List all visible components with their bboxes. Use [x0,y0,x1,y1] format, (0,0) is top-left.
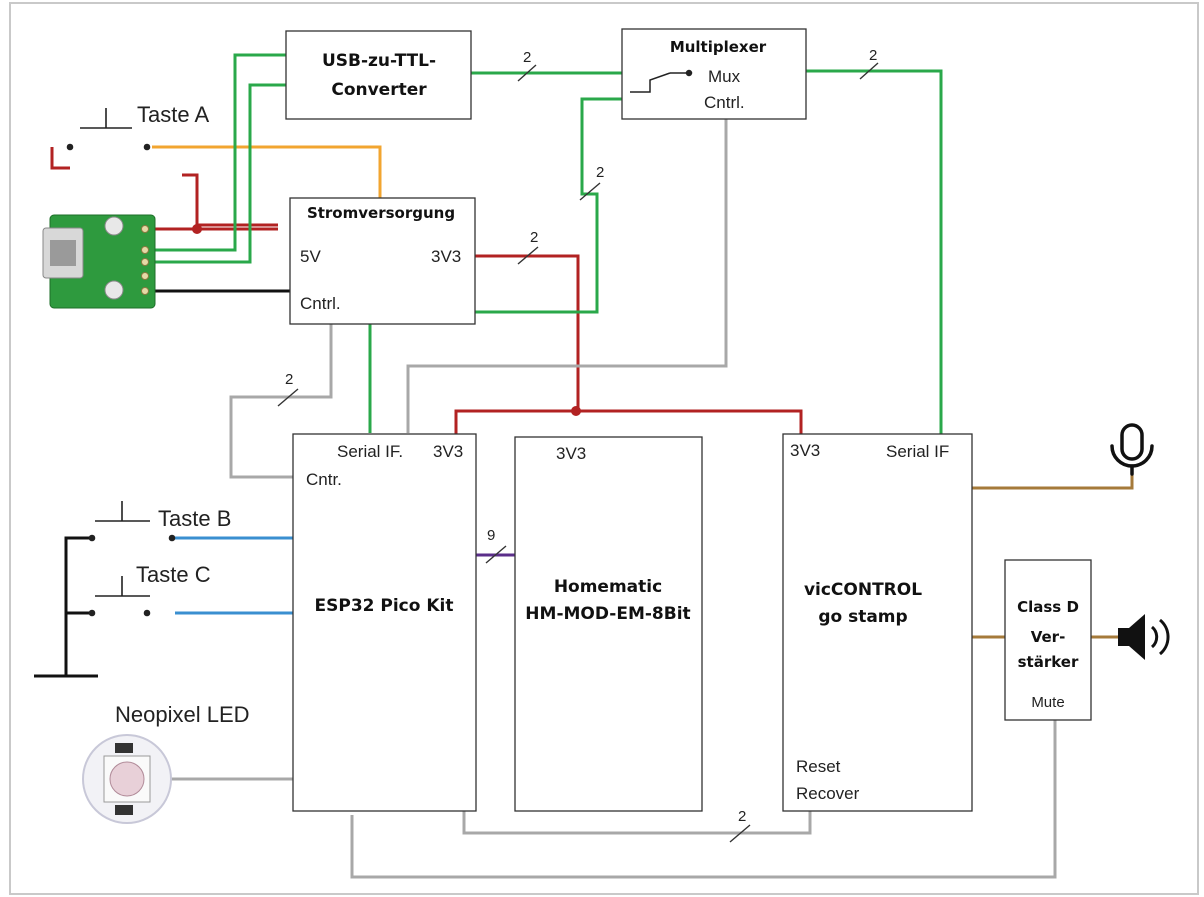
amp-title-3: stärker [1018,653,1079,671]
power-cntrl-label: Cntrl. [300,294,341,313]
bus-count: 2 [596,164,604,181]
mux-title: Multiplexer [670,38,767,56]
power-junction [571,406,581,416]
usb-ttl-title-1: USB-zu-TTL- [322,51,436,71]
bus-count: 2 [530,229,538,246]
vic-serial-label: Serial IF [886,442,949,461]
mux-cntrl-label: Cntrl. [704,93,745,112]
taste-b-label: Taste B [158,506,231,531]
esp-serial-label: Serial IF. [337,442,403,461]
taste-a-label: Taste A [137,102,209,127]
neopixel-led-icon [83,735,171,823]
hm-title-2: HM-MOD-EM-8Bit [525,604,690,624]
power-title: Stromversorgung [307,204,455,222]
homematic-block [515,437,702,811]
usb-board-icon [43,215,155,308]
vic-recover-label: Recover [796,784,860,803]
speaker-icon [1118,614,1168,660]
vic-reset-label: Reset [796,757,841,776]
bus-count: 9 [487,527,495,544]
mux-label: Mux [708,67,741,86]
taste-a-wire [152,147,380,198]
power-5v-label: 5V [300,247,321,266]
ground-icon [34,538,98,676]
hm-3v3-label: 3V3 [556,444,586,463]
esp-3v3-label: 3V3 [433,442,463,461]
amp-mute-label: Mute [1031,694,1064,711]
bus-count: 2 [285,371,293,388]
taste-c-label: Taste C [136,562,211,587]
esp-cntr-label: Cntr. [306,470,342,489]
amp-title-2: Ver- [1031,628,1066,646]
power-3v3-label: 3V3 [431,247,461,266]
neopixel-label: Neopixel LED [115,702,250,727]
bus-count: 2 [523,49,531,66]
serial-wires [145,55,941,434]
vic-title-1: vicCONTROL [804,580,922,600]
power-junction [192,224,202,234]
vic-3v3-label: 3V3 [790,441,820,460]
usb-ttl-title-2: Converter [331,80,427,100]
bus-count: 2 [738,808,746,825]
esp32-block [293,434,476,811]
hm-title-1: Homematic [554,577,662,597]
usb-ttl-block [286,31,471,119]
microphone-icon [1112,425,1152,474]
amp-title-1: Class D [1017,598,1079,616]
bus-count: 2 [869,47,877,64]
vic-title-2: go stamp [818,607,907,627]
esp-title: ESP32 Pico Kit [315,596,454,616]
